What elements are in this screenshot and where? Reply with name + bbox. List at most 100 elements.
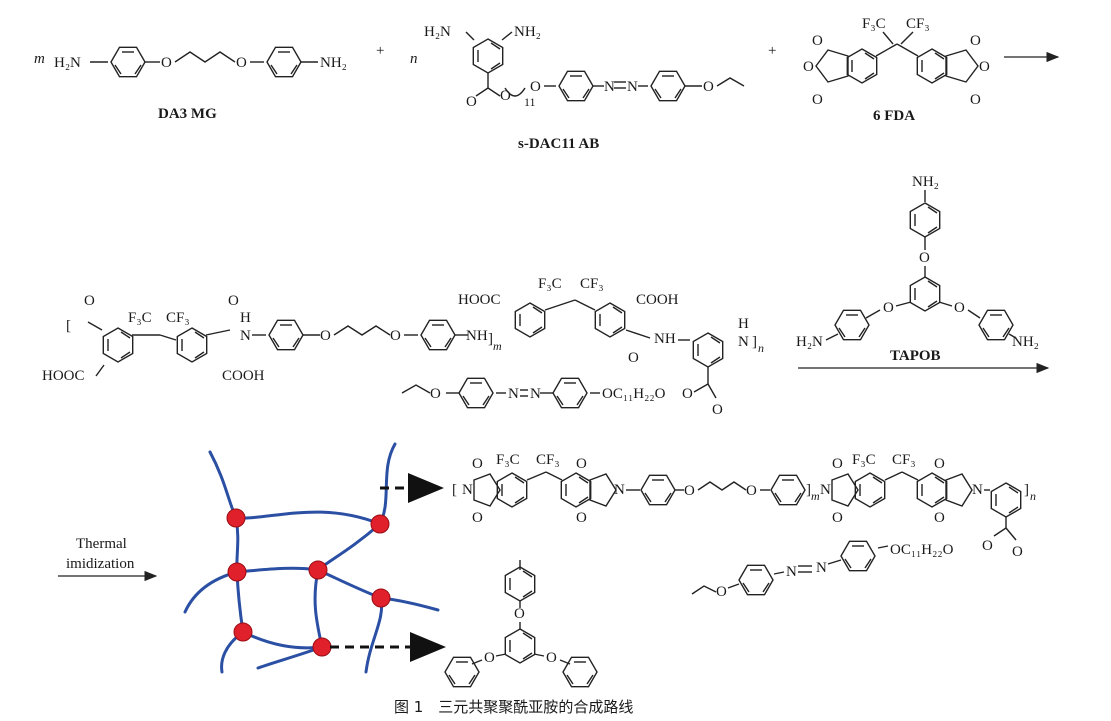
svg-text:O: O — [746, 483, 757, 499]
svg-text:]: ] — [1024, 482, 1029, 498]
crosslink-core: O O O — [444, 560, 598, 688]
svg-text:O: O — [934, 456, 945, 472]
svg-text:O: O — [982, 538, 993, 554]
paa-nh-2: NH — [466, 328, 488, 344]
coef-n: n — [410, 51, 418, 67]
crosslink-node — [227, 562, 247, 582]
svg-text:O: O — [812, 33, 823, 49]
crosslink-node — [308, 560, 328, 580]
svg-text:O: O — [514, 606, 525, 622]
svg-text:O: O — [684, 483, 695, 499]
svg-text:N: N — [972, 482, 983, 498]
svg-text:O: O — [236, 55, 247, 71]
svg-text:O: O — [530, 79, 541, 95]
svg-text:O: O — [970, 92, 981, 108]
figure-caption: 图 1 三元共聚聚酰亚胺的合成路线 — [394, 698, 633, 716]
svg-text:O: O — [161, 55, 172, 71]
amine-right-label: NH₂ — [320, 55, 347, 71]
svg-text:O: O — [546, 650, 557, 666]
svg-text:N: N — [786, 564, 797, 580]
crosslink-node — [312, 637, 332, 657]
da3mg-name: DA3 MG — [158, 106, 217, 122]
svg-text:N: N — [738, 334, 749, 350]
monomer-6fda: F₃C CF₃ O O O O O O 6 FDA — [803, 16, 990, 124]
crosslink-node — [226, 508, 246, 528]
pi-cf3-a: F₃C — [496, 452, 520, 468]
plus-1: + — [376, 43, 384, 59]
pi-n: n — [1030, 489, 1036, 503]
step-label-line1: Thermal — [76, 536, 127, 552]
svg-text:N: N — [816, 560, 827, 576]
svg-text:O: O — [628, 350, 639, 366]
paa-cf3-d: CF₃ — [580, 276, 604, 292]
fda-cf3-right: CF₃ — [906, 16, 930, 32]
crosslink-node — [371, 588, 391, 608]
svg-text:O: O — [803, 59, 814, 75]
svg-text:O: O — [466, 94, 477, 110]
svg-text:O: O — [472, 510, 483, 526]
coef-m: m — [34, 51, 45, 67]
paa-side-chain: OC₁₁H₂₂O — [602, 386, 666, 402]
svg-text:O: O — [703, 79, 714, 95]
svg-text:N: N — [530, 386, 541, 402]
tapob-nh2-right: NH₂ — [1012, 334, 1039, 350]
svg-text:O: O — [716, 584, 727, 600]
pi-cf3-c: F₃C — [852, 452, 876, 468]
paa-cf3-b: CF₃ — [166, 310, 190, 326]
svg-text:O: O — [682, 386, 693, 402]
svg-text:O: O — [954, 300, 965, 316]
svg-text:[: [ — [452, 482, 457, 498]
svg-text:O: O — [812, 92, 823, 108]
polyamic-acid: [ O HOOC F₃C CF₃ COOH O H N O O NH ] m H… — [42, 276, 764, 418]
pi-cf3-d: CF₃ — [892, 452, 916, 468]
svg-text:N: N — [462, 482, 473, 498]
svg-text:O: O — [832, 510, 843, 526]
thermal-imidization-step: Thermal imidization — [58, 536, 158, 582]
sdac-amine-left: H₂N — [424, 24, 451, 40]
pi-side-chain: OC₁₁H₂₂O — [890, 542, 954, 558]
svg-text:NH: NH — [654, 331, 676, 347]
svg-text:N: N — [508, 386, 519, 402]
svg-text:O: O — [500, 88, 511, 104]
svg-text:O: O — [228, 293, 239, 309]
crosslink-node — [370, 514, 390, 534]
svg-text:N: N — [614, 482, 625, 498]
paa-nh-1: H — [240, 310, 251, 326]
svg-text:N: N — [627, 79, 638, 95]
svg-text:O: O — [576, 456, 587, 472]
pi-cf3-b: CF₃ — [536, 452, 560, 468]
amine-left-label: H₂N — [54, 55, 81, 71]
hooc-left: HOOC — [42, 368, 85, 384]
crosslinker-tapob: NH₂ O O H₂N O NH₂ TAPOB — [796, 174, 1039, 364]
svg-text:[: [ — [66, 318, 71, 334]
svg-text:O: O — [576, 510, 587, 526]
crosslink-node — [233, 622, 253, 642]
svg-text:O: O — [1012, 544, 1023, 560]
paa-m: m — [493, 339, 502, 353]
paa-cf3-c: F₃C — [538, 276, 562, 292]
fda-cf3-left: F₃C — [862, 16, 886, 32]
svg-text:O: O — [919, 250, 930, 266]
svg-text:O: O — [979, 59, 990, 75]
svg-text:N: N — [604, 79, 615, 95]
spacer-11: 11 — [524, 95, 536, 109]
svg-text:]: ] — [488, 331, 493, 347]
sdac-amine-right: NH₂ — [514, 24, 541, 40]
svg-text:O: O — [970, 33, 981, 49]
svg-text:O: O — [390, 328, 401, 344]
tapob-nh2-top: NH₂ — [912, 174, 939, 190]
paa-cf3-a: F₃C — [128, 310, 152, 326]
svg-text:O: O — [484, 650, 495, 666]
svg-text:O: O — [883, 300, 894, 316]
svg-text:]: ] — [806, 482, 811, 498]
svg-text:O: O — [934, 510, 945, 526]
svg-text:O: O — [320, 328, 331, 344]
svg-text:O: O — [472, 456, 483, 472]
sdac-name: s-DAC11 AB — [518, 136, 599, 152]
paa-n: n — [758, 341, 764, 355]
hooc-mid: HOOC — [458, 292, 501, 308]
cooh-mid: COOH — [222, 368, 265, 384]
plus-2: + — [768, 43, 776, 59]
pi-m: m — [811, 489, 820, 503]
